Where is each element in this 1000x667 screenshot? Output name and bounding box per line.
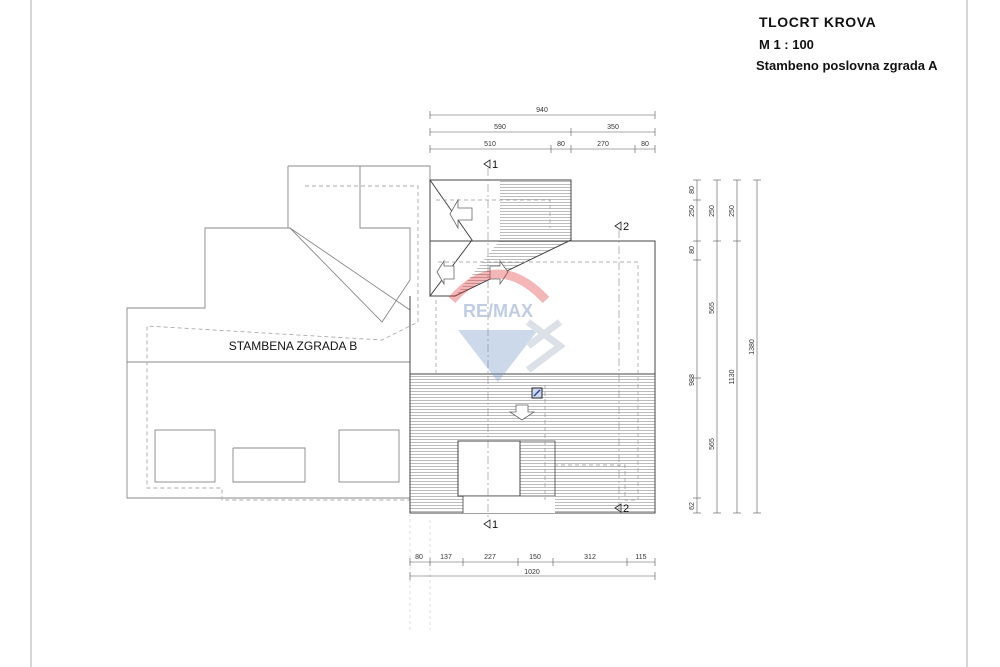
dim-top-270: 270 (597, 141, 609, 148)
dim-bottom-115: 115 (635, 554, 646, 561)
dim-bottom-overall: 1020 (524, 569, 540, 576)
watermark-text: RE/MAX (463, 301, 533, 321)
dim-right-62: 62 (689, 502, 696, 510)
section-1-top: 1 (492, 159, 498, 171)
drawing-subtitle: Stambeno poslovna zgrada A (756, 58, 938, 73)
dim-right-250a: 250 (689, 205, 696, 217)
top-dimensions: 940 590 350 510 80 270 80 (429, 107, 656, 153)
dim-right-80a: 80 (689, 186, 696, 194)
dim-top-overall: 940 (536, 107, 548, 114)
right-dimensions: 80 250 80 565 565 62 988 250 1130 250 13… (689, 179, 761, 514)
dim-right-565b: 565 (709, 438, 716, 450)
dim-top-80b: 80 (641, 141, 649, 148)
building-b-label: STAMBENA ZGRADA B (229, 339, 357, 353)
dim-bottom-312: 312 (584, 554, 596, 561)
watermark-logo: RE/MAX (448, 269, 566, 382)
section-1-bottom: 1 (492, 519, 498, 531)
dim-top-350: 350 (607, 124, 619, 131)
section-2-top: 2 (623, 221, 629, 233)
building-a-roof (409, 168, 656, 630)
dim-bottom-150: 150 (529, 554, 541, 561)
dim-right-1380: 1380 (749, 339, 756, 355)
building-b-outline (126, 165, 431, 501)
dim-bottom-227: 227 (484, 554, 496, 561)
dim-right-988: 988 (689, 374, 696, 386)
dim-bottom-80: 80 (415, 554, 423, 561)
dim-right-250b: 250 (709, 205, 716, 217)
dim-top-80a: 80 (557, 141, 565, 148)
dim-right-1130: 1130 (729, 369, 736, 384)
section-markers: 1 1 2 2 (483, 159, 629, 531)
dim-right-565a: 565 (709, 302, 716, 314)
dim-top-590: 590 (494, 124, 506, 131)
drawing-scale: M 1 : 100 (759, 37, 814, 52)
bottom-dimensions: 80 137 227 150 312 115 1020 (409, 554, 656, 580)
section-2-bottom: 2 (623, 503, 629, 515)
dim-bottom-137: 137 (440, 554, 452, 561)
dim-top-510: 510 (484, 141, 496, 148)
dim-right-80b: 80 (689, 246, 696, 254)
drawing-title: TLOCRT KROVA (759, 14, 877, 30)
dim-right-250c: 250 (729, 205, 736, 217)
